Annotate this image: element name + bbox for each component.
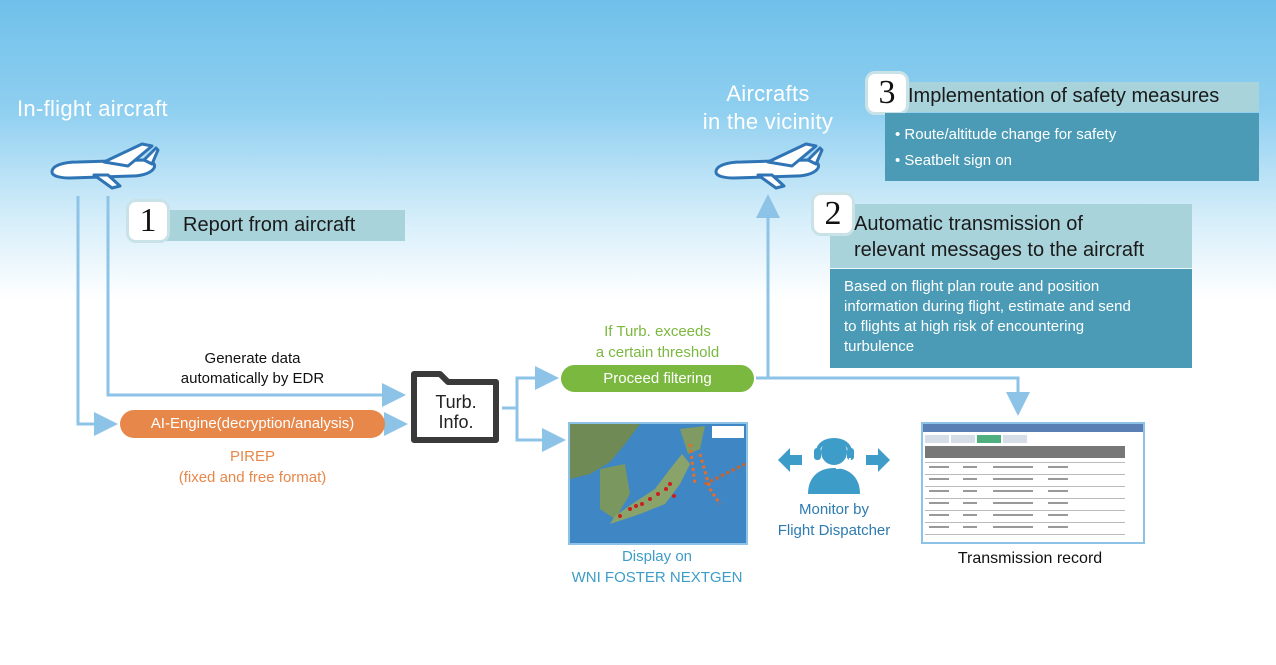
proceed-filtering-pill: Proceed filtering: [561, 365, 754, 392]
step2-number-badge: 2: [811, 192, 855, 236]
ai-engine-pill: AI-Engine(decryption/analysis): [120, 410, 385, 438]
edr-label: Generate data automatically by EDR: [150, 349, 355, 389]
step2-body-line2: information during flight, estimate and …: [844, 298, 1131, 315]
step1-box: Report from aircraft: [150, 210, 405, 241]
step3-header-box: Implementation of safety measures: [889, 82, 1259, 112]
vicinity-line1: Aircrafts: [726, 81, 810, 106]
edr-line2: automatically by EDR: [180, 370, 325, 387]
pirep-label: PIREP (fixed and free format): [150, 446, 355, 488]
turb-info-label: Turb. Info.: [414, 392, 498, 432]
step1-label: Report from aircraft: [183, 214, 356, 236]
step2-body-line3: to flights at high risk of encountering: [844, 318, 1085, 335]
vicinity-title: Aircrafts in the vicinity: [688, 80, 848, 136]
vicinity-line2: in the vicinity: [702, 109, 834, 134]
display-line1: Display on: [621, 548, 693, 565]
foster-nextgen-map: [568, 422, 748, 545]
turb-info-line2: Info.: [438, 412, 474, 432]
threshold-line1: If Turb. exceeds: [604, 323, 711, 340]
step1-number-badge: 1: [126, 199, 170, 243]
record-table-image: [923, 424, 1143, 535]
arrow-turb-to-map: [502, 406, 566, 452]
transmission-record-screenshot: [921, 422, 1145, 544]
arrow-filter-to-record: [768, 376, 1030, 416]
pirep-line1: PIREP: [229, 448, 275, 465]
step2-body-line4: turbulence: [844, 338, 915, 355]
display-line2: WNI FOSTER NEXTGEN: [571, 569, 743, 586]
step2-header-box: Automatic transmission of relevant messa…: [830, 204, 1192, 268]
step3-number-badge: 3: [865, 71, 909, 115]
arrow-turb-to-filter: [502, 366, 559, 410]
monitor-line1: Monitor by: [798, 501, 870, 518]
step3-bullet-route: • Route/altitude change for safety: [895, 126, 1117, 143]
arrow-edr-to-turb: [106, 196, 406, 407]
turb-info-line1: Turb.: [435, 392, 477, 412]
threshold-line2: a certain threshold: [595, 344, 720, 361]
folder-icon: [411, 371, 499, 443]
step2-title-line1: Automatic transmission of: [854, 213, 1083, 235]
edr-line1: Generate data: [204, 350, 301, 367]
display-label: Display on WNI FOSTER NEXTGEN: [548, 546, 766, 588]
step3-bullet-seatbelt: • Seatbelt sign on: [895, 152, 1012, 169]
monitor-label: Monitor by Flight Dispatcher: [752, 499, 916, 541]
step2-title: Automatic transmission of relevant messa…: [854, 211, 1144, 263]
step3-panel: • Route/altitude change for safety • Sea…: [885, 113, 1259, 181]
vicinity-airplane-icon: [714, 142, 824, 190]
threshold-label: If Turb. exceeds a certain threshold: [560, 321, 755, 363]
arrow-pirep-to-ai: [76, 196, 118, 436]
japan-map-image: [570, 424, 746, 543]
airplane-icon: [50, 142, 160, 190]
step2-title-line2: relevant messages to the aircraft: [854, 239, 1145, 261]
in-flight-aircraft-title: In-flight aircraft: [17, 96, 168, 121]
monitor-line2: Flight Dispatcher: [777, 522, 891, 539]
headset-operator-icon: [778, 438, 890, 494]
step2-panel: Based on flight plan route and position …: [830, 269, 1192, 368]
arrow-filter-to-vicinity: [756, 194, 780, 380]
step2-body-line1: Based on flight plan route and position: [844, 278, 1100, 295]
step3-title: Implementation of safety measures: [908, 85, 1220, 107]
transmission-record-label: Transmission record: [957, 550, 1103, 567]
pirep-line2: (fixed and free format): [178, 469, 327, 486]
